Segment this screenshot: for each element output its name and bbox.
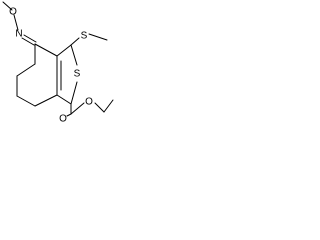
bond-methyl-o — [2, 1, 13, 11]
bond-ring-c7-c8 — [16, 95, 36, 107]
bond-s2-c1 — [70, 81, 78, 105]
bond-carbonyl-ester-o — [70, 102, 85, 115]
bond-c3-sme — [70, 37, 80, 46]
atom-label-carbonyl-oxygen: O — [59, 114, 67, 125]
bond-c-n-double-a — [21, 37, 35, 46]
atom-label-ring-sulfur: S — [74, 69, 81, 80]
bond-o-n — [13, 14, 19, 31]
bond-c1-c7a-double-a — [56, 94, 72, 105]
atom-label-oxime-nitrogen: N — [15, 29, 22, 40]
bond-sme-methyl — [88, 33, 108, 41]
bond-ring-c5-c6 — [16, 63, 36, 77]
bond-ch2-ch3 — [103, 99, 114, 113]
bond-carbonyl-o-double-a — [66, 113, 72, 117]
chemical-structure: O N S S O O — [2, 1, 114, 125]
atom-label-methoxy-oxygen: O — [9, 7, 17, 18]
bond-c-n-double-b — [23, 34, 37, 43]
bond-ring-c4-c3a — [34, 43, 58, 57]
bond-ring-c8-c9 — [34, 94, 58, 107]
atom-label-thio-sulfur: S — [81, 31, 88, 42]
bond-c3-s2 — [70, 44, 78, 66]
bond-ester-o-ch2 — [94, 102, 105, 113]
bond-c3a-c3-double-a — [56, 44, 72, 57]
atom-label-ester-oxygen: O — [85, 97, 93, 108]
